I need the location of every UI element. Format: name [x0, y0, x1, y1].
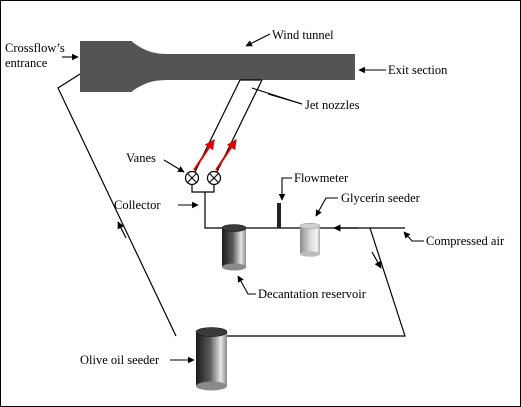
jet-arrow-left — [193, 139, 215, 171]
jet-arrow-right — [215, 139, 237, 171]
label-collector: Collector — [114, 198, 161, 212]
contraction-section — [131, 41, 172, 92]
glycerin-seeder — [299, 222, 321, 257]
vane-left — [184, 170, 200, 186]
label-exit-section: Exit section — [388, 63, 448, 77]
label-decantation-reservoir: Decantation reservoir — [258, 287, 367, 301]
label-glycerin-seeder: Glycerin seeder — [341, 191, 421, 205]
callout-leaders — [62, 33, 424, 364]
label-vanes: Vanes — [126, 151, 156, 165]
collector-outlet — [204, 192, 226, 229]
label-olive-oil-seeder: Olive oil seeder — [80, 353, 160, 367]
jet-nozzle-tubes — [191, 79, 263, 179]
label-crossflow-line1: Crossflow’s — [5, 41, 65, 55]
compressed-air-leader — [403, 231, 424, 242]
wind-tunnel-leader — [245, 33, 271, 47]
vanes-leader — [163, 159, 185, 173]
flow-arrows — [117, 221, 382, 269]
label-jet-nozzles: Jet nozzles — [305, 98, 360, 112]
label-flowmeter: Flowmeter — [294, 171, 349, 185]
collector-manifold — [191, 185, 215, 193]
test-section — [172, 54, 355, 80]
flowmeter — [277, 203, 281, 228]
label-wind-tunnel: Wind tunnel — [272, 28, 334, 42]
jet-nozzles-leader-b — [267, 93, 303, 105]
wind-tunnel — [80, 41, 355, 92]
loop-down-arrow — [371, 251, 382, 269]
jet-direction-arrows — [193, 139, 237, 171]
vane-right — [206, 170, 222, 186]
label-crossflow-line2: entrance — [5, 56, 48, 70]
labels: Crossflow’s entrance Wind tunnel Exit se… — [5, 28, 505, 367]
decantation-leader — [237, 275, 256, 295]
glycerin-leader — [315, 197, 338, 217]
olive-oil-seeder — [195, 327, 228, 391]
decantation-reservoir — [221, 224, 247, 271]
flowmeter-leader — [278, 177, 292, 201]
loop-up-arrow — [117, 221, 127, 239]
settling-chamber — [80, 41, 132, 92]
label-compressed-air: Compressed air — [426, 234, 505, 248]
